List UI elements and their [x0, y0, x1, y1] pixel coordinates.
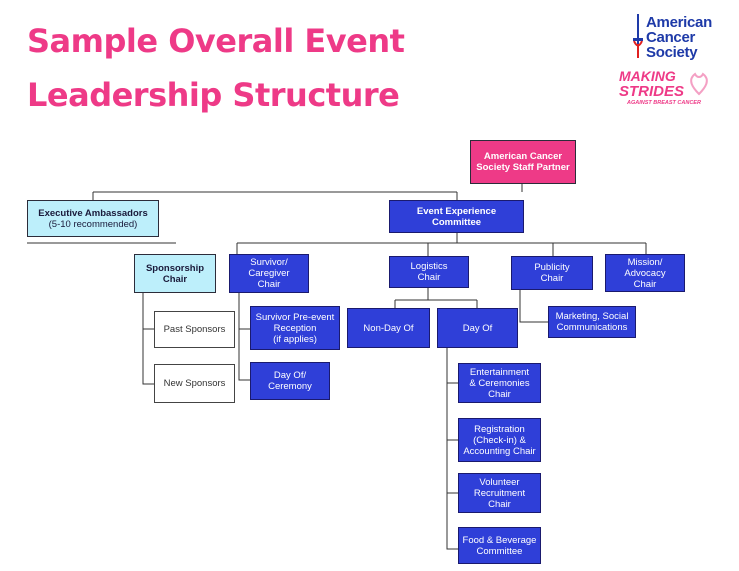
survivor-pre-event-box: Survivor Pre-event Reception (if applies…	[250, 306, 340, 350]
exec-ambassadors-label: Executive Ambassadors	[38, 207, 148, 219]
logo-line2: Cancer	[646, 29, 696, 46]
food-beverage-box: Food & Beverage Committee	[458, 527, 541, 564]
survivor-chair-box: Survivor/ Caregiver Chair	[229, 254, 309, 293]
badge-line3: AGAINST BREAST CANCER	[626, 100, 701, 106]
logo-line3: Society	[646, 44, 698, 61]
logistics-chair-box: Logistics Chair	[389, 256, 469, 288]
badge-line1: MAKING	[619, 68, 676, 84]
entertainment-chair-box: Entertainment & Ceremonies Chair	[458, 363, 541, 403]
making-strides-logo: MAKING STRIDES AGAINST BREAST CANCER	[619, 68, 708, 106]
sponsorship-chair-box: Sponsorship Chair	[134, 254, 216, 293]
publicity-chair-box: Publicity Chair	[511, 256, 593, 290]
acs-logo: American Cancer Society	[646, 15, 712, 60]
badge-line2: STRIDES	[619, 83, 684, 100]
logo-line1: American	[646, 14, 712, 31]
non-day-of-box: Non-Day Of	[347, 308, 430, 348]
past-sponsors-box: Past Sponsors	[154, 311, 235, 348]
marketing-box: Marketing, Social Communications	[548, 306, 636, 338]
acs-sword-icon	[633, 14, 643, 58]
page-title-line1: Sample Overall Event	[27, 22, 405, 60]
exec-ambassadors-box: Executive Ambassadors (5-10 recommended)	[27, 200, 159, 237]
mission-chair-box: Mission/ Advocacy Chair	[605, 254, 685, 292]
exec-ambassadors-note: (5-10 recommended)	[48, 218, 138, 230]
staff-partner-box: American Cancer Society Staff Partner	[470, 140, 576, 184]
registration-chair-box: Registration (Check-in) & Accounting Cha…	[458, 418, 541, 462]
volunteer-chair-box: Volunteer Recruitment Chair	[458, 473, 541, 513]
event-experience-box: Event Experience Committee	[389, 200, 524, 233]
new-sponsors-box: New Sponsors	[154, 364, 235, 403]
page-title-line2: Leadership Structure	[27, 76, 400, 114]
day-of-box: Day Of	[437, 308, 518, 348]
day-of-ceremony-box: Day Of/ Ceremony	[250, 362, 330, 400]
